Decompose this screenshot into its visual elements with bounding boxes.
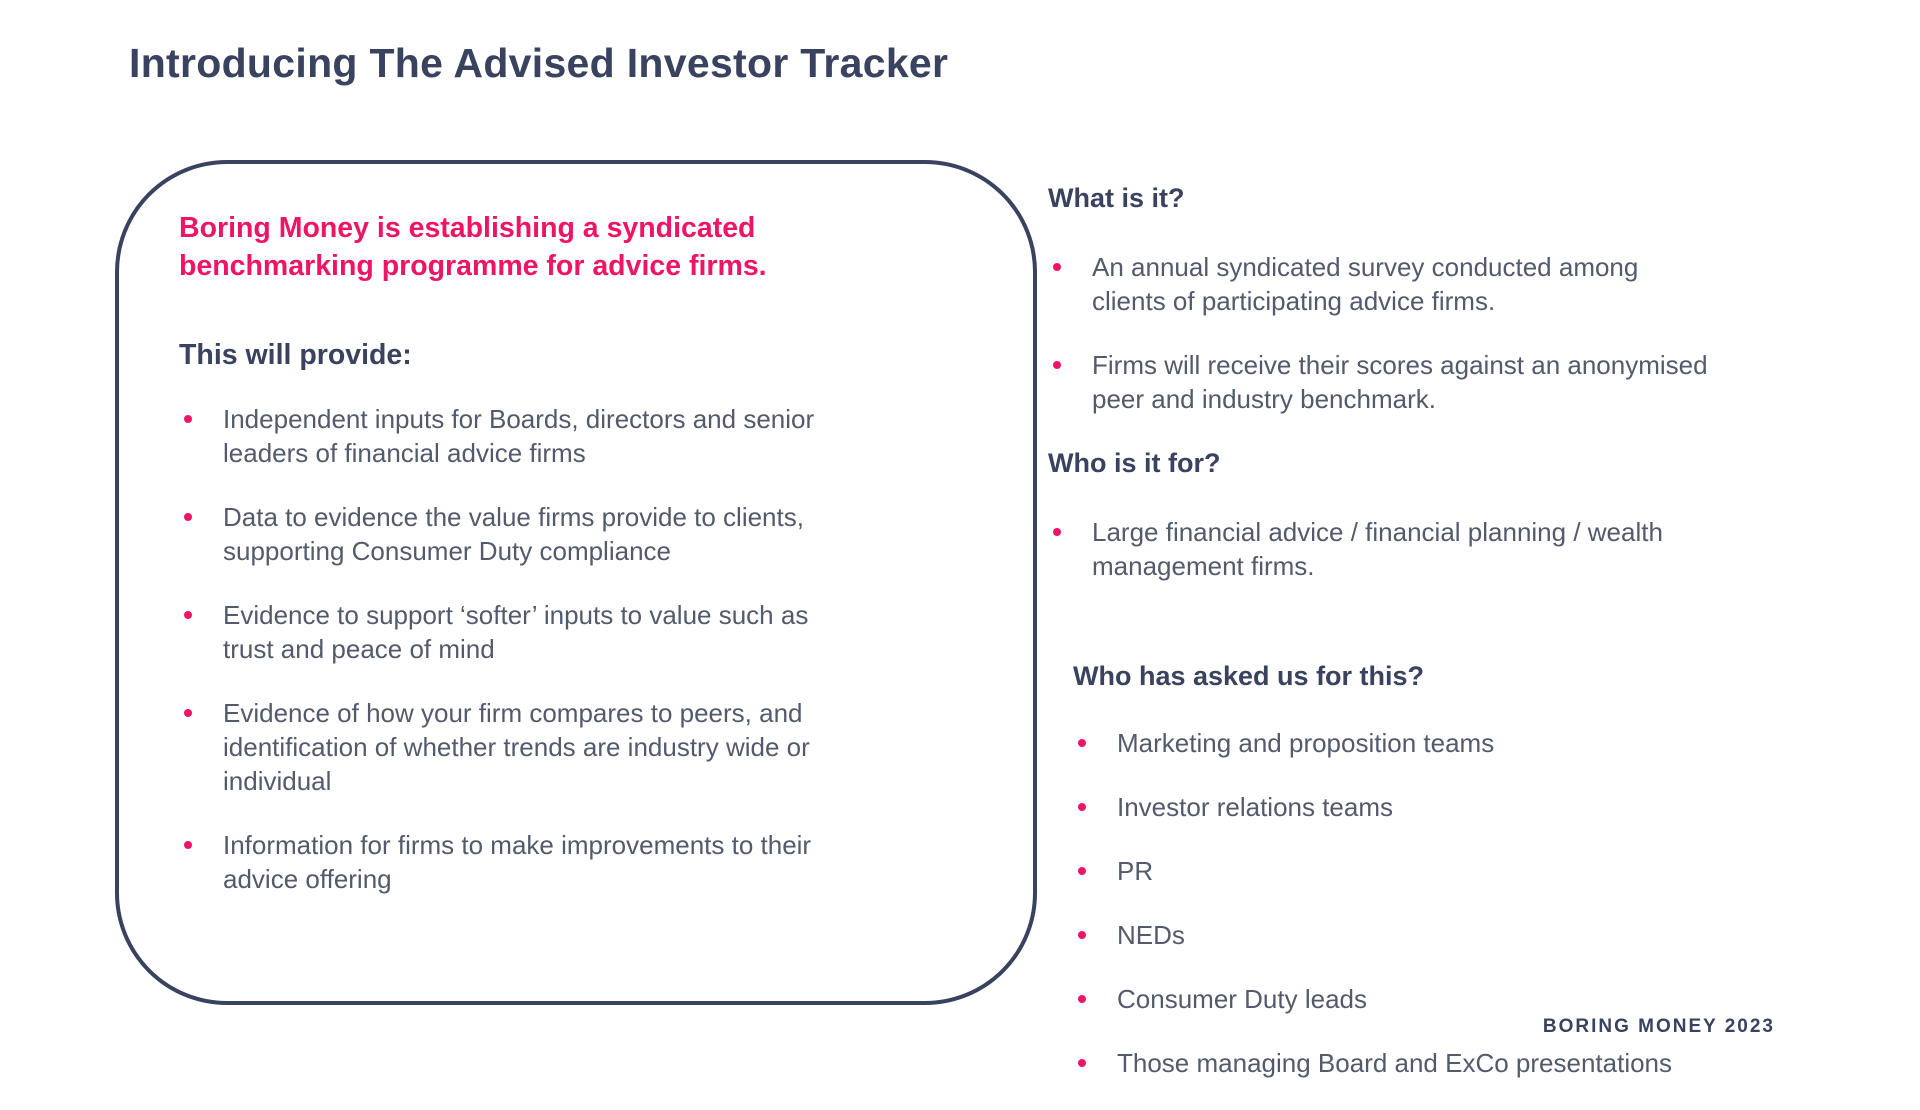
what-list: An annual syndicated survey conducted am… (1048, 250, 1788, 416)
bullet-dot-icon (1078, 1059, 1086, 1067)
page-title: Introducing The Advised Investor Tracker (129, 40, 949, 86)
list-item-text: Data to evidence the value firms provide… (223, 502, 804, 567)
list-item-text: Firms will receive their scores against … (1092, 350, 1708, 414)
footer-brand: BORING MONEY 2023 (1542, 1016, 1775, 1037)
list-item-text: Those managing Board and ExCo presentati… (1117, 1048, 1673, 1078)
bullet-dot-icon (1053, 361, 1061, 369)
list-item-text: Independent inputs for Boards, directors… (223, 404, 815, 469)
list-item-text: NEDs (1117, 920, 1185, 950)
bullet-dot-icon (1078, 995, 1086, 1003)
bullet-dot-icon (1078, 867, 1086, 875)
list-item-text: Consumer Duty leads (1117, 984, 1367, 1014)
list-item: Evidence of how your firm compares to pe… (179, 696, 844, 798)
provide-list: Independent inputs for Boards, directors… (179, 402, 993, 896)
bullet-dot-icon (184, 415, 192, 424)
bullet-dot-icon (1078, 803, 1086, 811)
list-item: Information for firms to make improvemen… (179, 828, 844, 896)
list-item-text: PR (1117, 856, 1154, 886)
list-item: Those managing Board and ExCo presentati… (1073, 1046, 1738, 1080)
provide-heading: This will provide: (179, 339, 412, 372)
bullet-dot-icon (1078, 739, 1086, 747)
bullet-dot-icon (1078, 931, 1086, 939)
list-item: Marketing and proposition teams (1073, 726, 1738, 760)
list-item: An annual syndicated survey conducted am… (1048, 250, 1713, 318)
list-item-text: Information for firms to make improvemen… (223, 830, 812, 895)
section-who-has-asked: Who has asked us for this? Marketing and… (1073, 661, 1788, 1080)
list-item-text: Investor relations teams (1117, 792, 1394, 822)
list-item: Firms will receive their scores against … (1048, 348, 1713, 416)
right-column: What is it? An annual syndicated survey … (1048, 183, 1788, 1110)
section-heading-what: What is it? (1048, 183, 1185, 213)
section-who-is-it-for: Who is it for? Large financial advice / … (1048, 448, 1788, 583)
list-item: NEDs (1073, 918, 1738, 952)
list-item: Independent inputs for Boards, directors… (179, 402, 844, 470)
list-item: Investor relations teams (1073, 790, 1738, 824)
left-panel: Boring Money is establishing a syndicate… (115, 160, 1037, 1005)
list-item-text: Evidence to support ‘softer’ inputs to v… (223, 600, 809, 665)
list-item-text: An annual syndicated survey conducted am… (1092, 252, 1639, 316)
bullet-dot-icon (184, 841, 192, 850)
asked-list: Marketing and proposition teams Investor… (1073, 726, 1788, 1080)
list-item-text: Large financial advice / financial plann… (1092, 517, 1663, 581)
bullet-dot-icon (184, 513, 192, 522)
list-item: Consumer Duty leads (1073, 982, 1738, 1016)
section-what-is-it: What is it? An annual syndicated survey … (1048, 183, 1788, 416)
list-item: Data to evidence the value firms provide… (179, 500, 844, 568)
bullet-dot-icon (184, 709, 192, 718)
bullet-dot-icon (184, 611, 192, 620)
intro-statement: Boring Money is establishing a syndicate… (179, 212, 767, 282)
list-item-text: Marketing and proposition teams (1117, 728, 1495, 758)
section-heading-asked: Who has asked us for this? (1073, 661, 1425, 691)
who-for-list: Large financial advice / financial plann… (1048, 515, 1788, 583)
bullet-dot-icon (1053, 263, 1061, 271)
section-heading-who-for: Who is it for? (1048, 448, 1221, 478)
list-item: Evidence to support ‘softer’ inputs to v… (179, 598, 844, 666)
list-item-text: Evidence of how your firm compares to pe… (223, 698, 810, 797)
list-item: PR (1073, 854, 1738, 888)
bullet-dot-icon (1053, 528, 1061, 536)
list-item: Large financial advice / financial plann… (1048, 515, 1713, 583)
